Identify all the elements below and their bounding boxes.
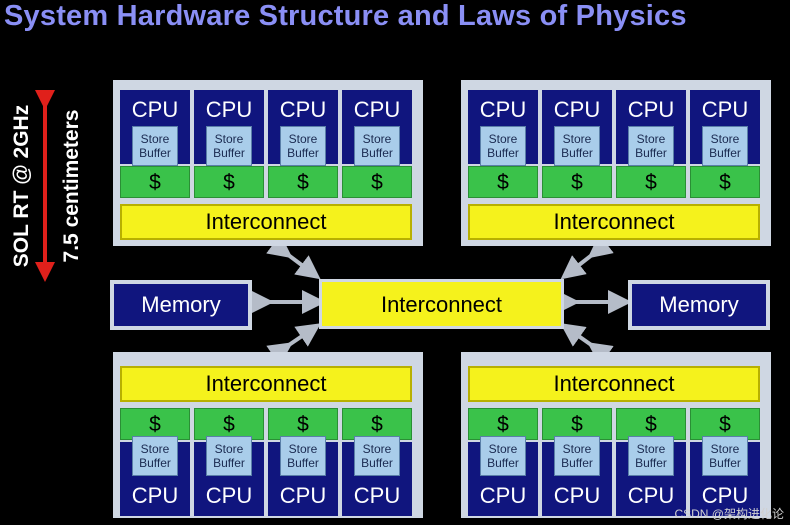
watermark: CSDN @架构进化论 xyxy=(674,507,784,521)
page-title: System Hardware Structure and Laws of Ph… xyxy=(4,0,687,32)
store-buffer: Store Buffer xyxy=(280,436,326,476)
cache-block: $ xyxy=(194,408,264,440)
cpu-cluster-bottom-right: Interconnect $ $ $ $ Store Buffer Store … xyxy=(461,352,771,518)
store-buffer: Store Buffer xyxy=(702,436,748,476)
cache-block: $ xyxy=(268,166,338,198)
cpu-block: CPU xyxy=(342,476,412,516)
cpu-block: CPU xyxy=(690,476,760,516)
cache-block: $ xyxy=(690,408,760,440)
memory-left: Memory xyxy=(110,280,252,330)
arrow-tl xyxy=(266,234,321,280)
cpu-block: CPU xyxy=(194,90,264,130)
store-buffer: Store Buffer xyxy=(628,436,674,476)
cpu-block: CPU xyxy=(616,476,686,516)
cpu-block: CPU xyxy=(342,90,412,130)
cpu-cluster-bottom-left: Interconnect $ $ $ $ Store Buffer Store … xyxy=(113,352,423,518)
cache-block: $ xyxy=(268,408,338,440)
cache-block: $ xyxy=(194,166,264,198)
cache-block: $ xyxy=(616,166,686,198)
arrow-br xyxy=(560,323,614,366)
store-buffer: Store Buffer xyxy=(206,126,252,166)
store-buffer: Store Buffer xyxy=(280,126,326,166)
arrow-tr xyxy=(560,234,614,280)
central-interconnect: Interconnect xyxy=(319,279,564,329)
cpu-block: CPU xyxy=(542,90,612,130)
arrow-bl xyxy=(266,323,321,366)
cpu-cluster-top-left: CPU CPU CPU CPU Store Buffer Store Buffe… xyxy=(113,80,423,246)
store-buffer: Store Buffer xyxy=(480,436,526,476)
store-buffer: Store Buffer xyxy=(132,436,178,476)
store-buffer: Store Buffer xyxy=(206,436,252,476)
cache-block: $ xyxy=(468,166,538,198)
cache-block: $ xyxy=(542,166,612,198)
cpu-block: CPU xyxy=(690,90,760,130)
cpu-cluster-top-right: CPU CPU CPU CPU Store Buffer Store Buffe… xyxy=(461,80,771,246)
interconnect-block: Interconnect xyxy=(468,366,760,402)
cpu-block: CPU xyxy=(120,90,190,130)
cpu-block: CPU xyxy=(268,90,338,130)
cache-block: $ xyxy=(690,166,760,198)
cache-block: $ xyxy=(542,408,612,440)
cache-block: $ xyxy=(120,166,190,198)
store-buffer: Store Buffer xyxy=(702,126,748,166)
store-buffer: Store Buffer xyxy=(132,126,178,166)
cpu-block: CPU xyxy=(268,476,338,516)
store-buffer: Store Buffer xyxy=(354,436,400,476)
store-buffer: Store Buffer xyxy=(554,436,600,476)
memory-right: Memory xyxy=(628,280,770,330)
cpu-block: CPU xyxy=(616,90,686,130)
cpu-block: CPU xyxy=(542,476,612,516)
interconnect-block: Interconnect xyxy=(120,366,412,402)
cpu-block: CPU xyxy=(468,90,538,130)
interconnect-block: Interconnect xyxy=(120,204,412,240)
cpu-block: CPU xyxy=(194,476,264,516)
cache-block: $ xyxy=(468,408,538,440)
store-buffer: Store Buffer xyxy=(554,126,600,166)
store-buffer: Store Buffer xyxy=(628,126,674,166)
cache-block: $ xyxy=(342,166,412,198)
cache-block: $ xyxy=(342,408,412,440)
cpu-block: CPU xyxy=(468,476,538,516)
interconnect-block: Interconnect xyxy=(468,204,760,240)
cpu-block: CPU xyxy=(120,476,190,516)
store-buffer: Store Buffer xyxy=(354,126,400,166)
store-buffer: Store Buffer xyxy=(480,126,526,166)
